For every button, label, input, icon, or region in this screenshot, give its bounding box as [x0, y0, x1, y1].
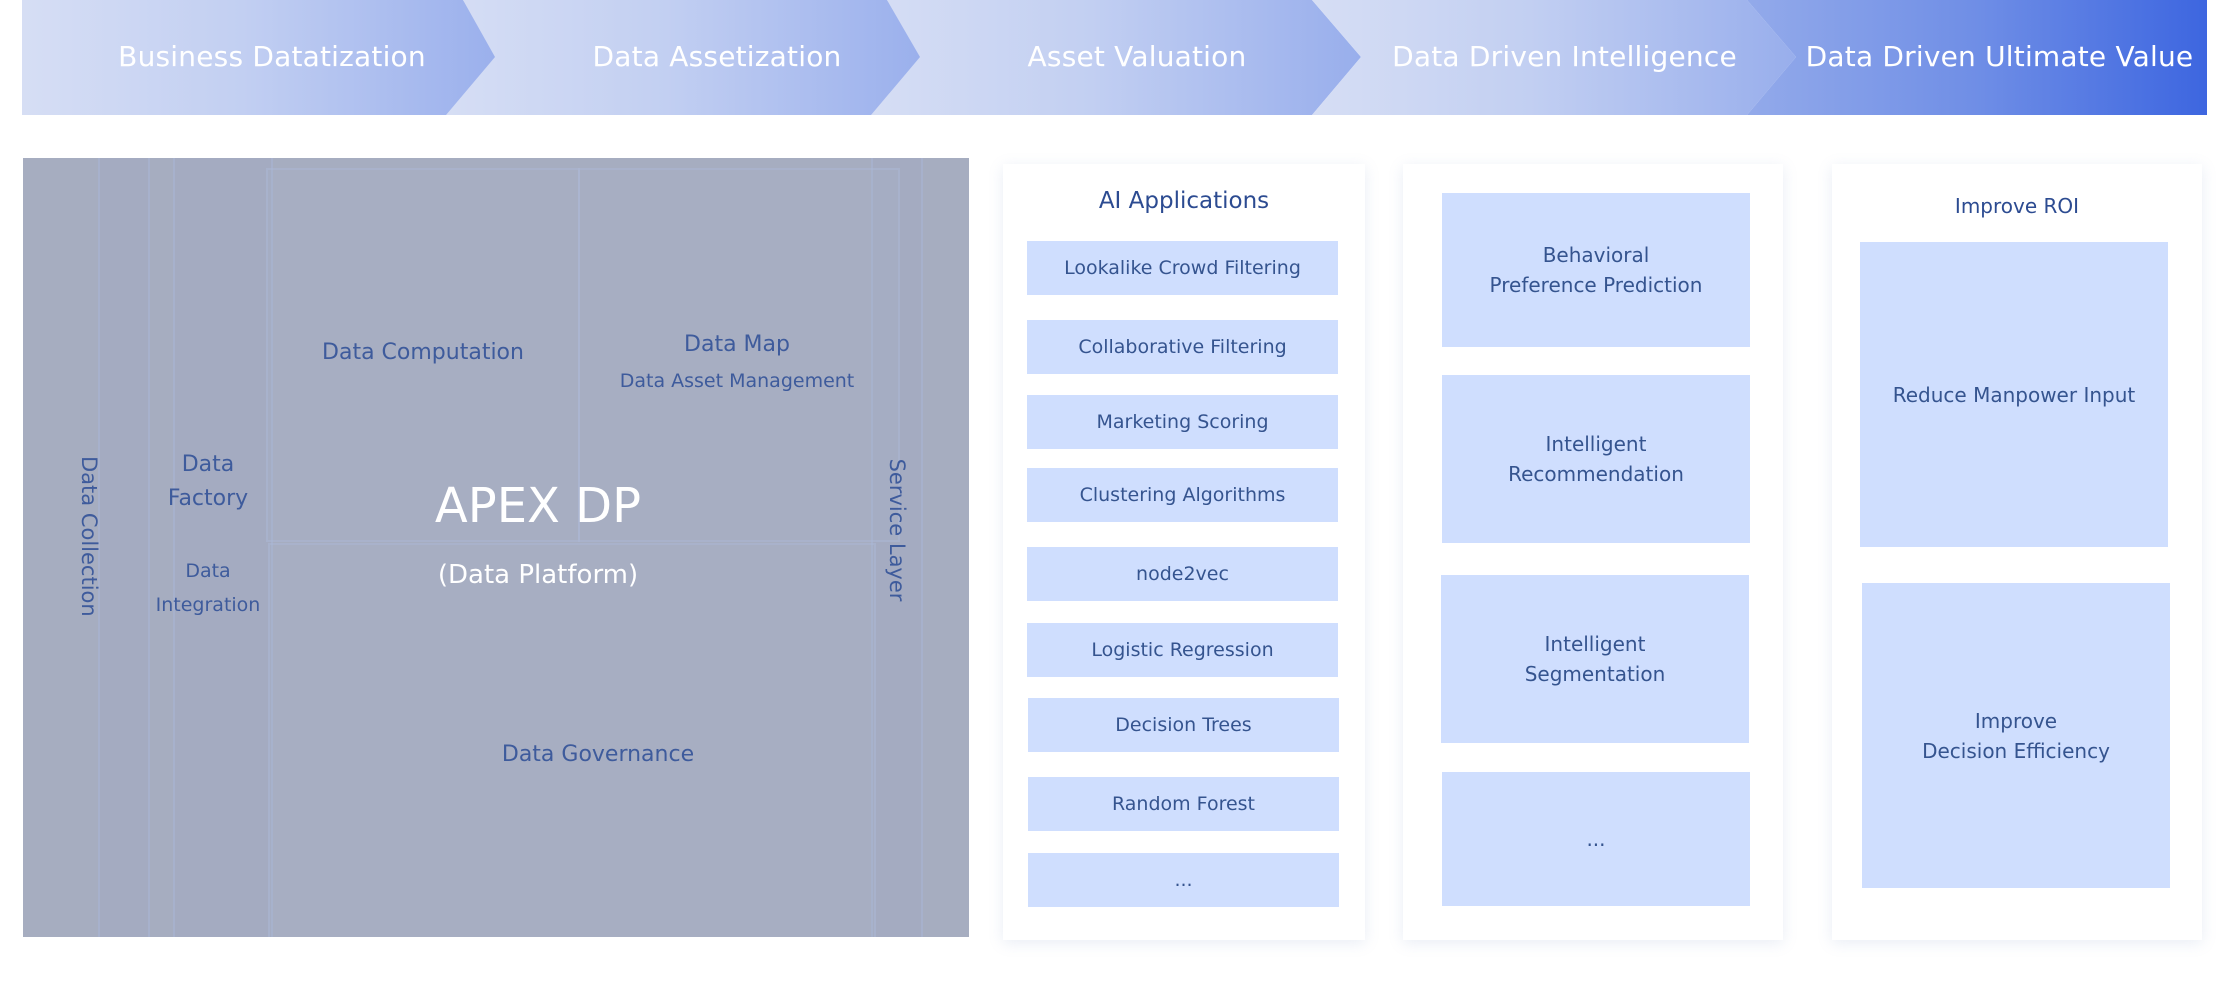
improve-decision-efficiency-box: Improve Decision Efficiency [1862, 583, 2170, 888]
service-layer-label: Service Layer [885, 458, 909, 602]
apex-dp-platform: Data Collection Data Factory Data Integr… [23, 158, 969, 937]
improve-decision-line-2: Decision Efficiency [1922, 738, 2110, 763]
ai-app-decision-trees: Decision Trees [1028, 698, 1339, 752]
intelligent-recommendation-box: Intelligent Recommendation [1442, 375, 1750, 543]
banner-stage-3-arrow [871, 0, 1361, 115]
ai-app-collaborative-filtering: Collaborative Filtering [1027, 320, 1338, 374]
ai-app-node2vec: node2vec [1027, 547, 1338, 601]
intelligent-segmentation-box: Intelligent Segmentation [1441, 575, 1749, 743]
data-computation-label: Data Computation [322, 340, 524, 365]
band-service [871, 158, 923, 937]
data-computation-zone [266, 168, 580, 542]
data-integration-line-2: Integration [155, 594, 261, 616]
banner-arrows [22, 0, 2207, 115]
data-collection-label: Data Collection [77, 456, 101, 617]
intelligent-segmentation-line-2: Segmentation [1524, 662, 1666, 686]
data-asset-management-label: Data Asset Management [619, 370, 855, 392]
data-governance-label: Data Governance [501, 742, 695, 767]
ai-app-more: ... [1028, 853, 1339, 907]
data-map-label: Data Map [684, 332, 790, 357]
reduce-manpower-input-text: Reduce Manpower Input [1892, 382, 2136, 407]
banner-stage-3-label: Asset Valuation [1027, 39, 1247, 73]
improve-roi-title: Improve ROI [1954, 194, 2080, 218]
data-integration-label: Data Integration [133, 554, 283, 622]
apex-dp-subtitle: (Data Platform) [437, 560, 639, 590]
intelligence-more-text: ... [1586, 827, 1606, 851]
band-factory [173, 158, 273, 937]
ai-applications-title: AI Applications [1098, 188, 1270, 214]
ai-app-clustering-algorithms: Clustering Algorithms [1027, 468, 1338, 522]
ai-app-marketing-scoring: Marketing Scoring [1027, 395, 1338, 449]
data-map-zone [578, 168, 900, 542]
reduce-manpower-input-box: Reduce Manpower Input [1860, 242, 2168, 547]
data-factory-label: Data Factory [133, 448, 283, 516]
apex-dp-title: APEX DP [434, 478, 642, 534]
data-factory-line-2: Factory [167, 486, 249, 511]
banner-stage-2-arrow [446, 0, 936, 115]
banner-stage-4-arrow [1312, 0, 1796, 115]
intelligence-more-box: ... [1442, 772, 1750, 906]
intelligent-recommendation-line-1: Intelligent [1545, 432, 1647, 456]
behavioral-preference-line-2: Preference Prediction [1489, 273, 1703, 297]
data-integration-line-1: Data [185, 560, 231, 582]
data-governance-zone [268, 543, 876, 937]
band-collection [98, 158, 150, 937]
banner-stage-4-label: Data Driven Intelligence [1392, 39, 1737, 73]
banner-stage-1-arrow [22, 0, 512, 115]
banner-stage-5-label: Data Driven Ultimate Value [1805, 39, 2194, 73]
ai-app-random-forest: Random Forest [1028, 777, 1339, 831]
banner-stage-1-label: Business Datatization [118, 39, 426, 73]
behavioral-preference-line-1: Behavioral [1542, 243, 1650, 267]
value-chain-banner: Business Datatization Data Assetization … [22, 0, 2207, 115]
ai-app-lookalike-crowd-filtering: Lookalike Crowd Filtering [1027, 241, 1338, 295]
intelligent-recommendation-line-2: Recommendation [1508, 462, 1684, 486]
banner-stage-5-arrow [1747, 0, 2207, 115]
banner-stage-2-label: Data Assetization [592, 39, 842, 73]
ai-app-logistic-regression: Logistic Regression [1027, 623, 1338, 677]
intelligent-segmentation-line-1: Intelligent [1544, 632, 1646, 656]
improve-decision-line-1: Improve [1974, 708, 2058, 733]
behavioral-preference-prediction-box: Behavioral Preference Prediction [1442, 193, 1750, 347]
data-factory-line-1: Data [181, 452, 235, 477]
